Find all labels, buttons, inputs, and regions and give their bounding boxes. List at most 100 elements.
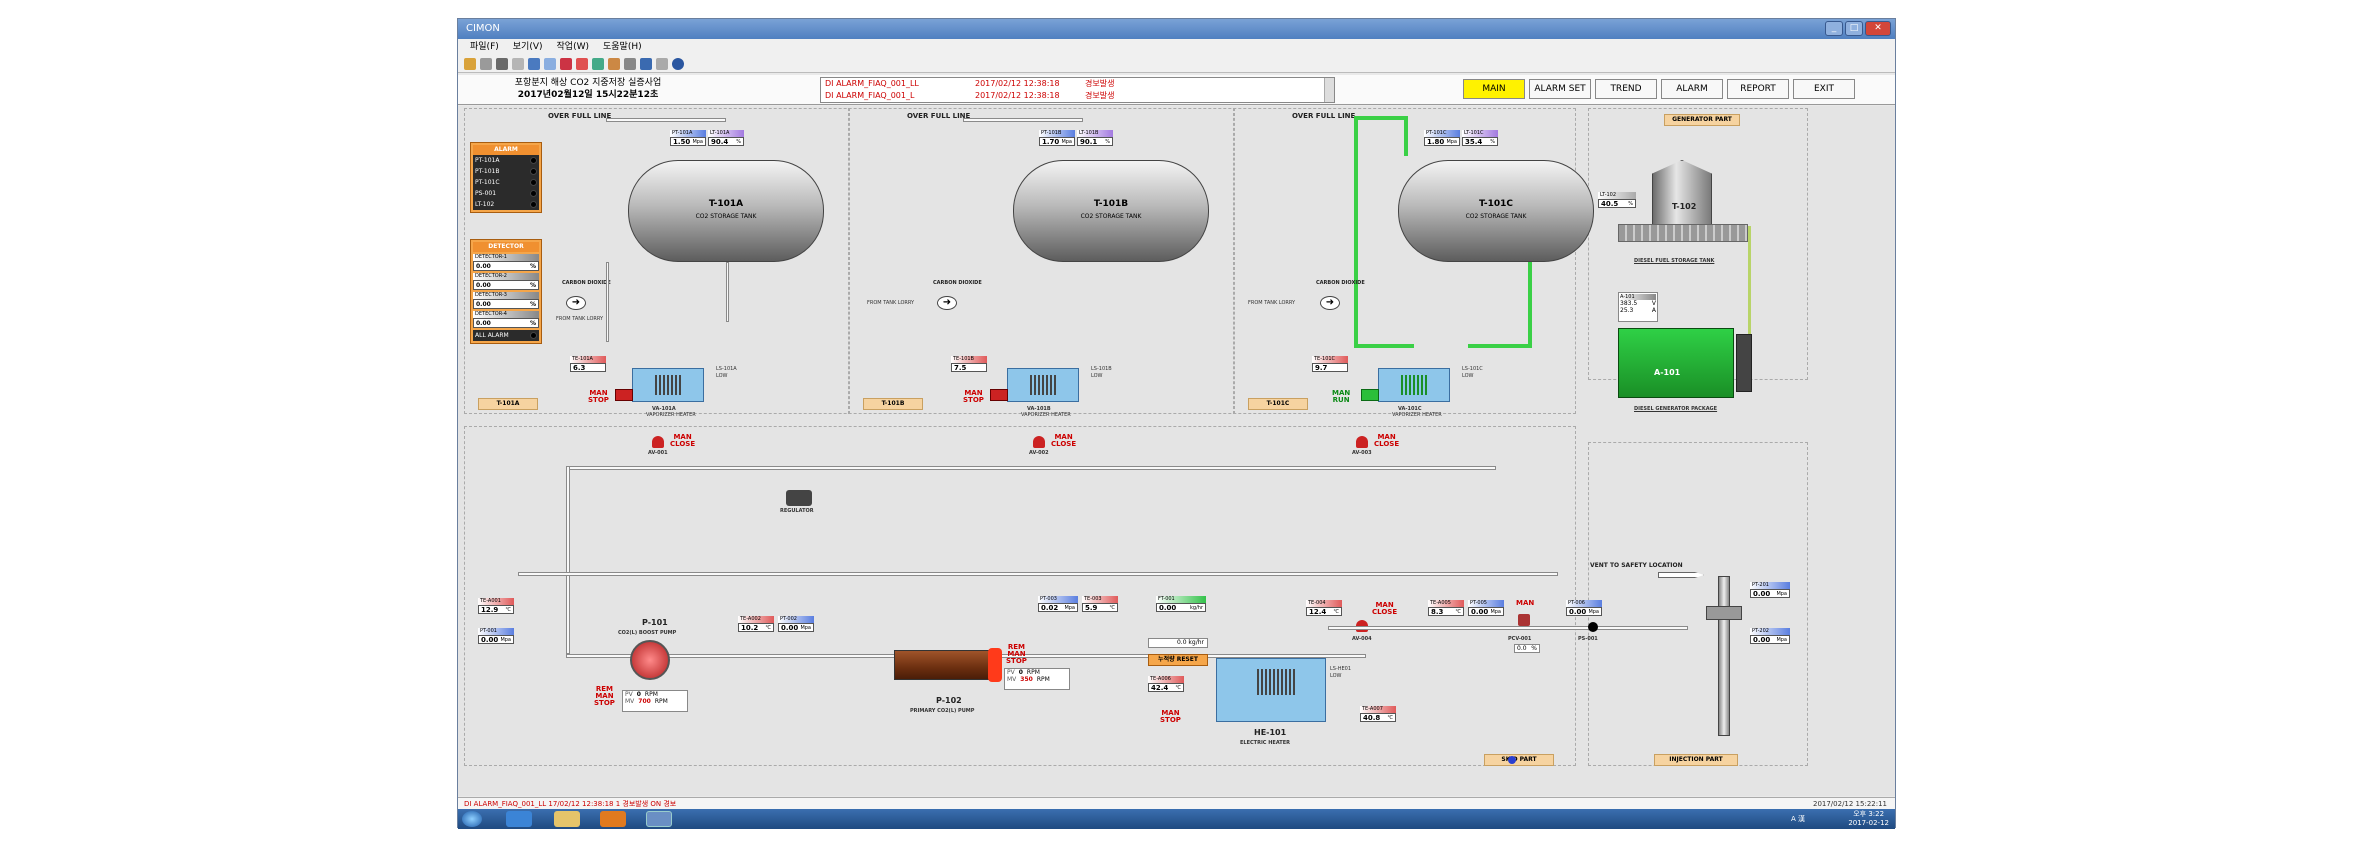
ime-indicator[interactable]: A 漢 xyxy=(1790,815,1805,823)
nav-report[interactable]: REPORT xyxy=(1727,79,1789,99)
ls-state: LOW xyxy=(1091,373,1103,379)
diesel-generator-a101[interactable] xyxy=(1618,328,1734,398)
tag-value: 35.4 xyxy=(1465,138,1483,146)
nav-exit[interactable]: EXIT xyxy=(1793,79,1855,99)
detector-unit: % xyxy=(529,263,536,270)
graph-icon[interactable] xyxy=(592,57,604,70)
close-button[interactable]: ✕ xyxy=(1865,21,1891,36)
generator-desc: DIESEL GENERATOR PACKAGE xyxy=(1634,406,1718,412)
electric-heater-he101[interactable] xyxy=(1216,658,1326,722)
regulator-label: REGULATOR xyxy=(780,508,814,514)
folder-icon[interactable] xyxy=(554,811,580,827)
av-002-valve-icon[interactable] xyxy=(1033,436,1045,448)
vaporizer-heater-a[interactable] xyxy=(615,368,704,402)
menu-work[interactable]: 작업(W) xyxy=(556,42,589,52)
injection-wellhead[interactable] xyxy=(1718,576,1730,736)
diesel-tank-t102[interactable] xyxy=(1652,160,1712,228)
p101-pump-icon[interactable] xyxy=(630,640,670,680)
tag-label: TE-A002 xyxy=(738,616,774,623)
cut-icon[interactable] xyxy=(528,57,540,70)
tag-unit: Mpa xyxy=(1490,609,1501,615)
nav-main[interactable]: MAIN xyxy=(1463,79,1525,99)
maximize-button[interactable]: □ xyxy=(1845,21,1863,36)
help-icon[interactable] xyxy=(672,57,684,70)
print-icon[interactable] xyxy=(496,57,508,70)
nav-alarm-set[interactable]: ALARM SET xyxy=(1529,79,1591,99)
pcv-output-box[interactable]: 0.0% xyxy=(1514,644,1540,653)
p102-pump-icon[interactable] xyxy=(894,650,994,680)
alarm-row: PT-101A xyxy=(473,155,539,166)
cimon-app-icon[interactable] xyxy=(646,811,672,827)
heater-desc: VAPORIZER HEATER xyxy=(1021,412,1071,418)
pcv-001-valve-icon[interactable] xyxy=(1518,614,1530,626)
report-icon[interactable] xyxy=(608,57,620,70)
window-icon[interactable] xyxy=(640,57,652,70)
start-icon[interactable] xyxy=(462,811,482,827)
menu-view[interactable]: 보기(V) xyxy=(512,42,543,52)
injection-area xyxy=(1588,442,1808,766)
menu-file[interactable]: 파일(F) xyxy=(470,42,499,52)
settings-icon[interactable] xyxy=(624,57,636,70)
tank-t101c[interactable]: T-101C CO2 STORAGE TANK xyxy=(1398,160,1594,262)
list-icon[interactable] xyxy=(656,57,668,70)
av-001-valve-icon[interactable] xyxy=(652,436,664,448)
tank-t101a[interactable]: T-101A CO2 STORAGE TANK xyxy=(628,160,824,262)
copy-icon[interactable] xyxy=(512,57,524,70)
alarm-icon[interactable] xyxy=(560,57,572,70)
detector-unit: % xyxy=(529,301,536,308)
minimize-button[interactable]: _ xyxy=(1825,21,1843,36)
save-icon[interactable] xyxy=(480,57,492,70)
paste-icon[interactable] xyxy=(544,57,556,70)
flow-reset-button[interactable]: 누적량 RESET xyxy=(1148,654,1208,666)
warning-icon[interactable] xyxy=(576,57,588,70)
alarm-log-scrollbar[interactable] xyxy=(1324,78,1334,102)
tag-label: PT-005 xyxy=(1468,600,1504,607)
av-003-valve-icon[interactable] xyxy=(1356,436,1368,448)
voltage-unit: V xyxy=(1651,300,1656,307)
tray-clock[interactable]: 오후 3:22 2017-02-12 xyxy=(1848,810,1889,828)
open-icon[interactable] xyxy=(464,57,476,70)
nav-alarm[interactable]: ALARM xyxy=(1661,79,1723,99)
nav-trend[interactable]: TREND xyxy=(1595,79,1657,99)
vaporizer-heater-b[interactable] xyxy=(990,368,1079,402)
vaporizer-heater-c[interactable] xyxy=(1361,368,1450,402)
media-icon[interactable] xyxy=(600,811,626,827)
menu-help[interactable]: 도움말(H) xyxy=(603,42,642,52)
regulator-icon[interactable] xyxy=(786,490,812,506)
browser-icon[interactable] xyxy=(506,811,532,827)
header: 포항분지 해상 CO2 지중저장 실증사업 2017년02월12일 15시22분… xyxy=(458,75,1895,105)
alarm-lamp xyxy=(530,168,537,175)
ps-001-sensor-icon[interactable] xyxy=(1588,622,1598,632)
tank-t101b[interactable]: T-101B CO2 STORAGE TANK xyxy=(1013,160,1209,262)
